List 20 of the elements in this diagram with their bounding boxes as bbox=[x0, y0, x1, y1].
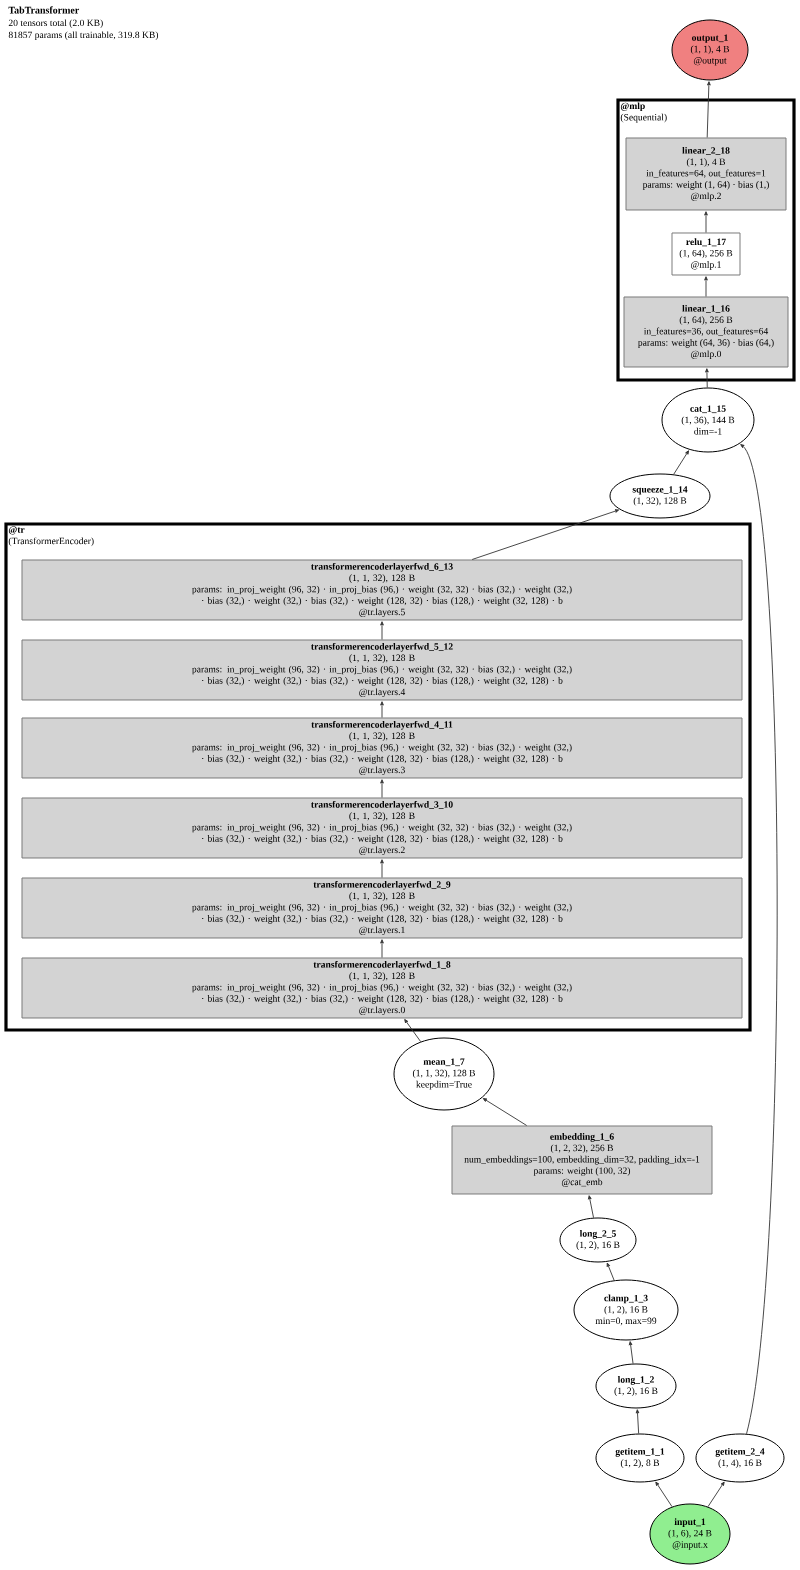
arrow bbox=[704, 211, 708, 233]
arrow bbox=[673, 450, 690, 475]
arrow bbox=[380, 939, 384, 958]
arrow bbox=[740, 444, 778, 1435]
arrow bbox=[706, 81, 711, 138]
arrow bbox=[380, 859, 384, 878]
arrow bbox=[380, 701, 384, 718]
arrow bbox=[707, 1481, 725, 1508]
arrow bbox=[404, 1019, 422, 1043]
arrow bbox=[704, 276, 708, 297]
arrow bbox=[655, 1481, 673, 1508]
arrow bbox=[606, 1262, 615, 1281]
arrow bbox=[628, 1341, 634, 1364]
arrow bbox=[380, 621, 384, 640]
arrow bbox=[635, 1409, 640, 1434]
arrow bbox=[471, 509, 620, 560]
arrow bbox=[705, 368, 709, 388]
arrow bbox=[482, 1098, 528, 1126]
arrow bbox=[380, 779, 384, 798]
arrow bbox=[588, 1195, 594, 1219]
